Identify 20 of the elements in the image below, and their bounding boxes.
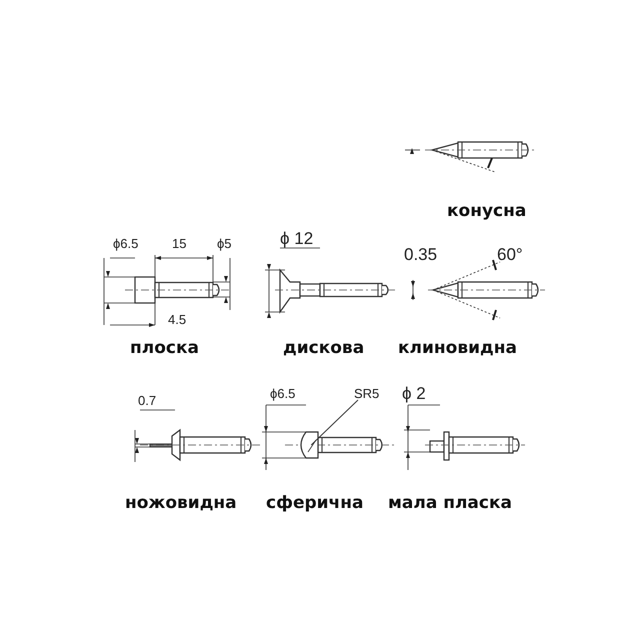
dimension-label: 0.7 bbox=[138, 394, 156, 407]
dimension-label: ϕ6.5 bbox=[270, 387, 296, 400]
dimension-label: 4.5 bbox=[168, 313, 186, 326]
tip-name: клиновидна bbox=[398, 340, 517, 357]
tip-name: дискова bbox=[283, 340, 364, 357]
tip-name: ножовидна bbox=[125, 495, 237, 512]
dimension-label: ϕ6.5 bbox=[113, 237, 138, 250]
dimension-label: ϕ5 bbox=[217, 237, 232, 250]
tip-name: плоска bbox=[130, 340, 199, 357]
tip-name: мала пласка bbox=[388, 495, 512, 512]
tip-name: сферична bbox=[266, 495, 364, 512]
dimension-label: 60° bbox=[497, 246, 523, 263]
dimension-label: 0.35 bbox=[404, 246, 438, 263]
tip-name: конусна bbox=[447, 203, 526, 220]
dimension-label: ϕ 2 bbox=[402, 385, 426, 402]
sphere-head bbox=[300, 431, 319, 459]
dimension-label: ϕ 12 bbox=[280, 230, 314, 247]
dimension-label: 15 bbox=[172, 237, 186, 250]
leader-line bbox=[310, 400, 358, 446]
dimension-label: SR5 bbox=[354, 387, 380, 400]
